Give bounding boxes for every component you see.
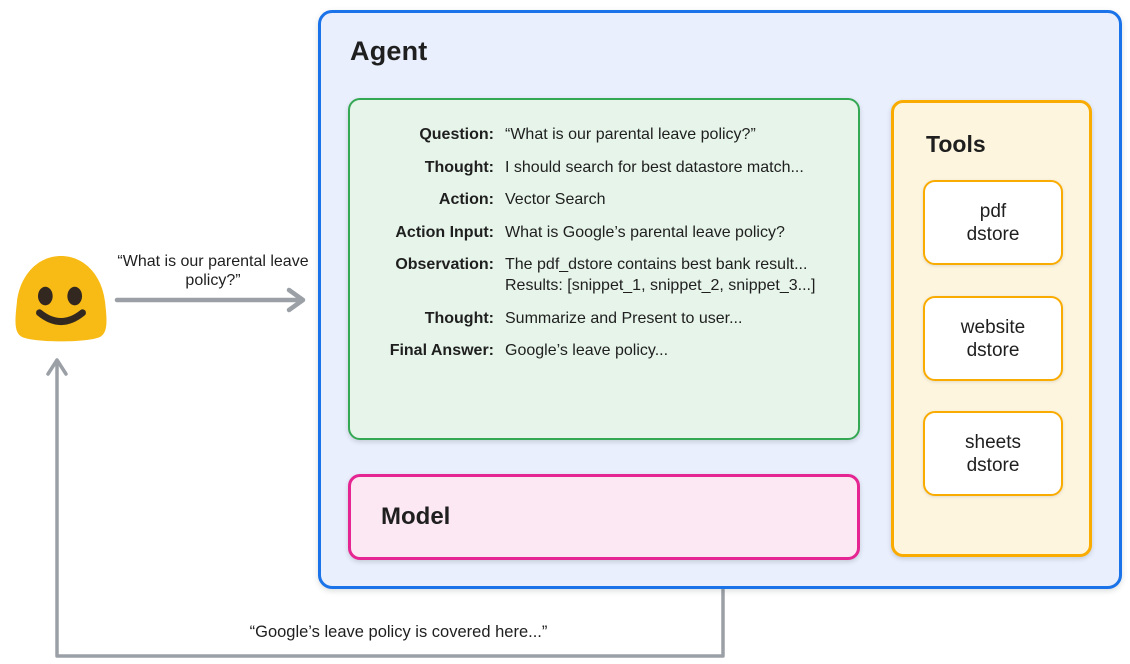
tool-label-line: dstore bbox=[966, 223, 1020, 245]
model-box: Model bbox=[348, 474, 860, 560]
trace-value: Google’s leave policy... bbox=[505, 342, 669, 359]
tool-card-website-dstore: website dstore bbox=[923, 296, 1063, 381]
reasoning-trace-box: Question: “What is our parental leave po… bbox=[348, 98, 860, 440]
trace-value: “What is our parental leave policy?” bbox=[505, 126, 756, 143]
tool-label-line: dstore bbox=[966, 454, 1020, 476]
emoji-smile bbox=[36, 309, 86, 325]
trace-value: The pdf_dstore contains best bank result… bbox=[505, 254, 815, 296]
trace-label: Observation: bbox=[395, 256, 494, 273]
trace-label: Action: bbox=[438, 191, 494, 208]
trace-row-final-answer: Final Answer: Google’s leave policy... bbox=[366, 340, 844, 361]
agent-title: Agent bbox=[350, 36, 428, 66]
model-title: Model bbox=[381, 503, 451, 530]
trace-label: Thought: bbox=[424, 158, 494, 176]
trace-value: Summarize and Present to user... bbox=[505, 309, 743, 327]
emoji-right-eye bbox=[67, 286, 83, 306]
user-request-text: “What is our parental leave policy?” bbox=[117, 253, 309, 289]
trace-row-question: Question: “What is our parental leave po… bbox=[366, 124, 844, 145]
tool-card-sheets-dstore: sheets dstore bbox=[923, 411, 1063, 496]
trace-row-observation: Observation: The pdf_dstore contains bes… bbox=[366, 254, 844, 296]
tools-panel: Tools pdf dstore website dstore sheets d… bbox=[891, 100, 1092, 557]
trace-row-action-input: Action Input: What is Google’s parental … bbox=[366, 222, 844, 243]
agent-response-text: “Google’s leave policy is covered here..… bbox=[249, 623, 548, 641]
trace-value: What is Google’s parental leave policy? bbox=[505, 223, 785, 241]
tool-label-line: sheets bbox=[965, 431, 1021, 453]
trace-value: Vector Search bbox=[505, 191, 606, 208]
emoji-left-eye bbox=[37, 286, 53, 306]
request-arrow bbox=[114, 287, 306, 313]
tool-label-line: pdf bbox=[979, 200, 1007, 222]
trace-row-thought-2: Thought: Summarize and Present to user..… bbox=[366, 308, 844, 329]
observation-line-1: The pdf_dstore contains best bank result… bbox=[505, 256, 808, 273]
trace-label: Action Input: bbox=[395, 223, 494, 241]
trace-label: Final Answer: bbox=[389, 342, 494, 359]
tool-label-line: dstore bbox=[966, 339, 1020, 361]
tool-card-pdf-dstore: pdf dstore bbox=[923, 180, 1063, 265]
observation-line-2: Results: [snippet_1, snippet_2, snippet_… bbox=[505, 277, 816, 294]
trace-value: I should search for best datastore match… bbox=[505, 158, 804, 176]
trace-row-thought-1: Thought: I should search for best datast… bbox=[366, 157, 844, 178]
blob-smiley-emoji bbox=[15, 255, 107, 342]
tools-title: Tools bbox=[926, 131, 986, 157]
trace-label: Question: bbox=[419, 126, 494, 143]
tool-label-line: website bbox=[960, 316, 1026, 338]
trace-label: Thought: bbox=[424, 309, 494, 327]
trace-row-action: Action: Vector Search bbox=[366, 189, 844, 210]
